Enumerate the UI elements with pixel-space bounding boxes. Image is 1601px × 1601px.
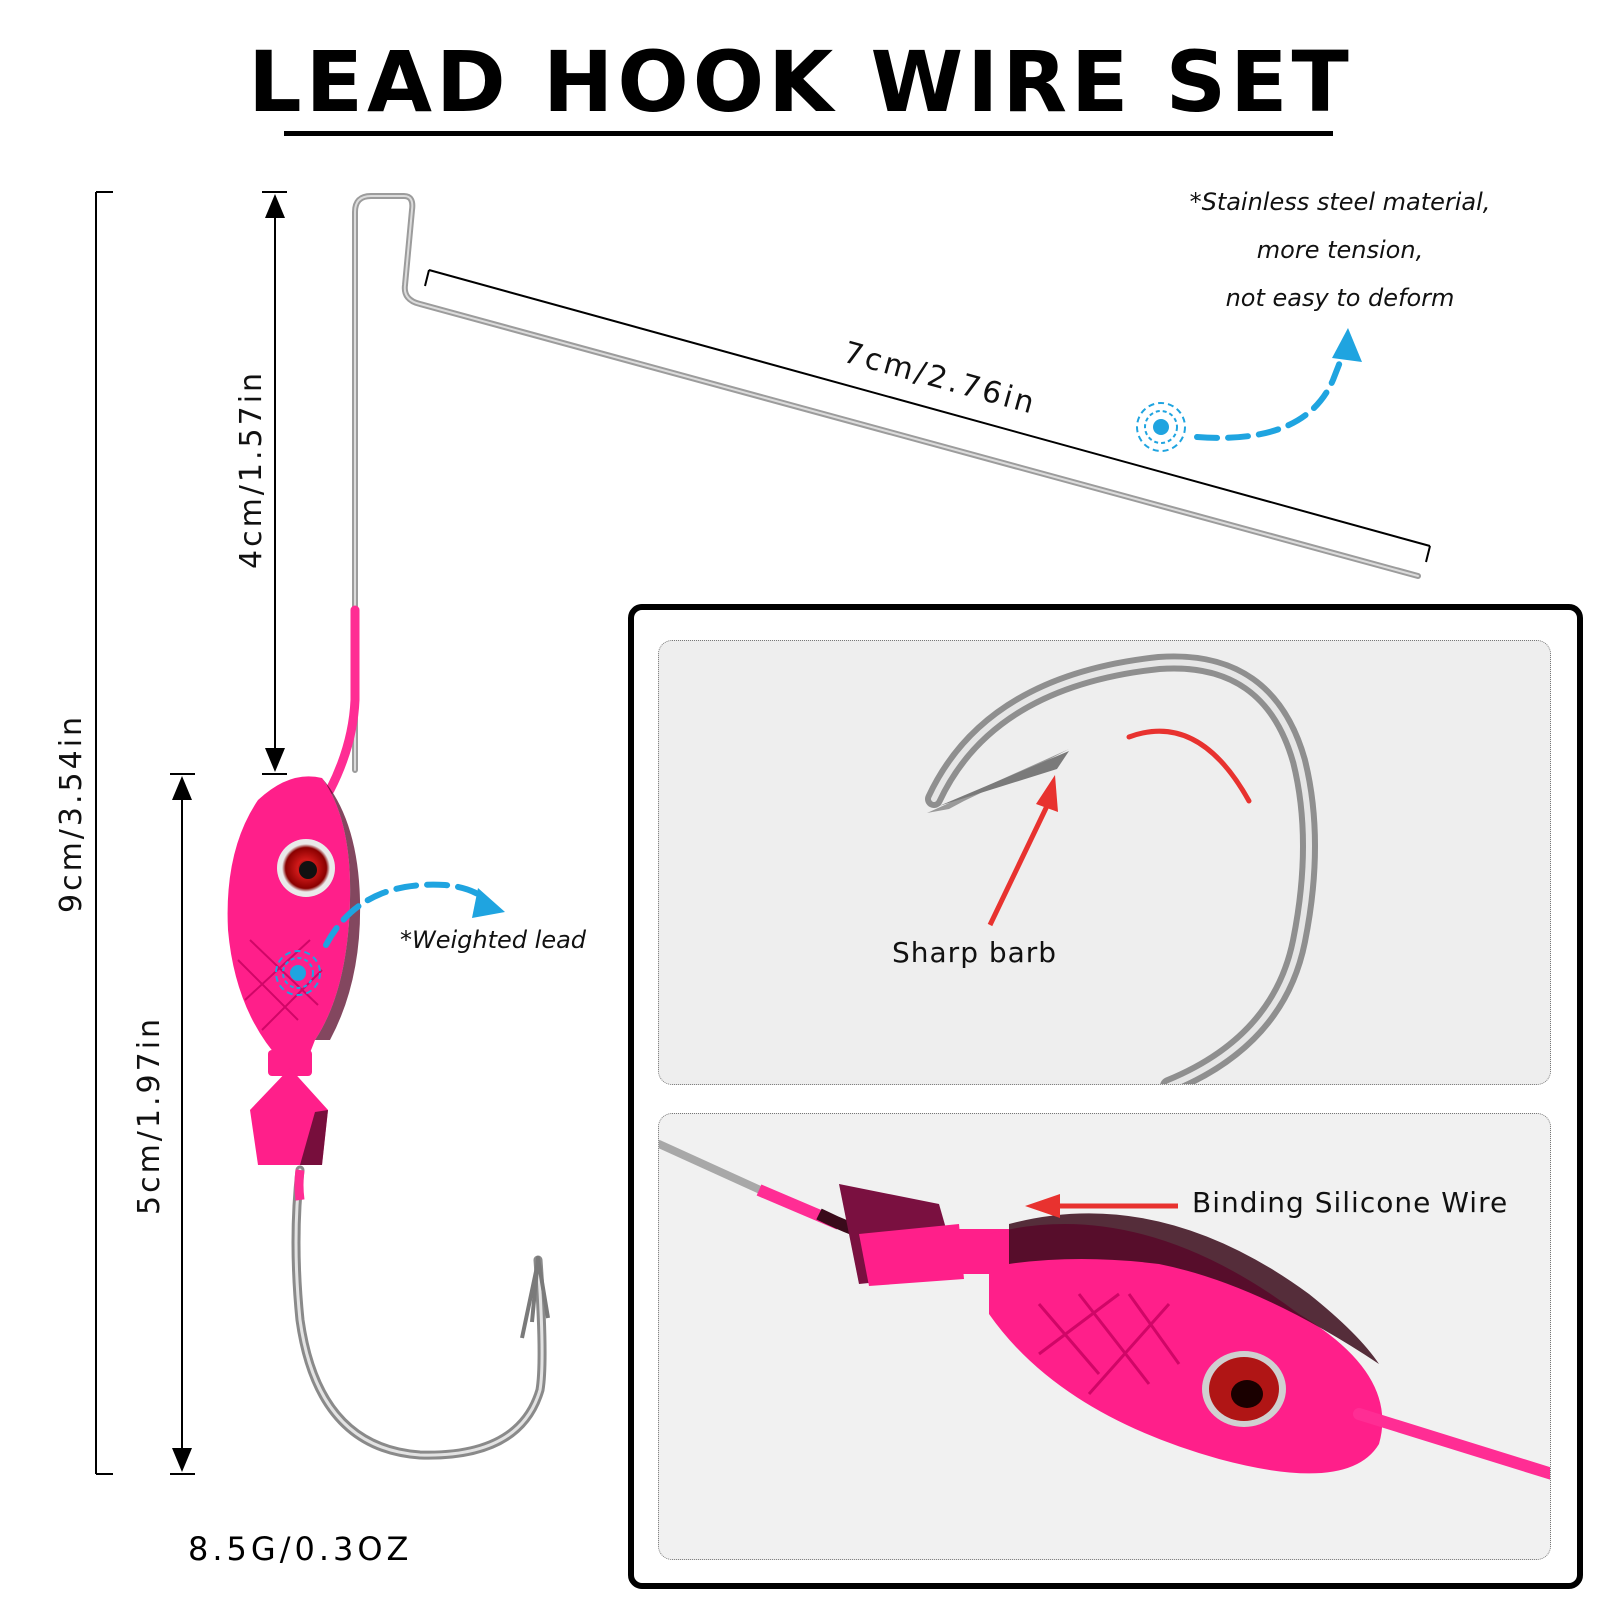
binding-silicone-wire-label: Binding Silicone Wire	[1192, 1186, 1509, 1219]
total-height-label: 9cm/3.54in	[54, 713, 89, 913]
weight-label: 8.5G/0.3OZ	[188, 1530, 413, 1568]
spinner-wire	[325, 193, 1421, 795]
upper-wire-dimension-arrow	[262, 191, 287, 775]
material-note-line1: *Stainless steel material,	[1189, 188, 1491, 216]
page-title: LEAD HOOK WIRE SET	[248, 33, 1353, 131]
hook-section-label: 5cm/1.97in	[132, 1015, 167, 1215]
barb-closeup-photo	[658, 640, 1551, 1085]
barb-closeup-illustration	[659, 641, 1550, 1084]
upper-wire-label: 4cm/1.57in	[234, 369, 269, 569]
binding-closeup-illustration	[659, 1114, 1550, 1559]
sharp-barb-label: Sharp barb	[892, 936, 1058, 969]
material-note: *Stainless steel material, more tension,…	[1170, 178, 1510, 322]
hook-section-dimension-arrow	[170, 773, 195, 1475]
total-height-bracket	[95, 191, 113, 1475]
arm-length-bracket	[424, 269, 1431, 563]
lead-head	[227, 776, 361, 1165]
material-marker	[1136, 328, 1362, 452]
binding-closeup-photo	[658, 1113, 1551, 1560]
material-note-line2: more tension,	[1256, 236, 1424, 264]
weighted-lead-note: *Weighted lead	[400, 926, 587, 954]
hook	[291, 1165, 550, 1460]
title-underline	[284, 131, 1333, 136]
material-note-line3: not easy to deform	[1225, 284, 1455, 312]
weighted-lead-marker	[275, 881, 505, 996]
